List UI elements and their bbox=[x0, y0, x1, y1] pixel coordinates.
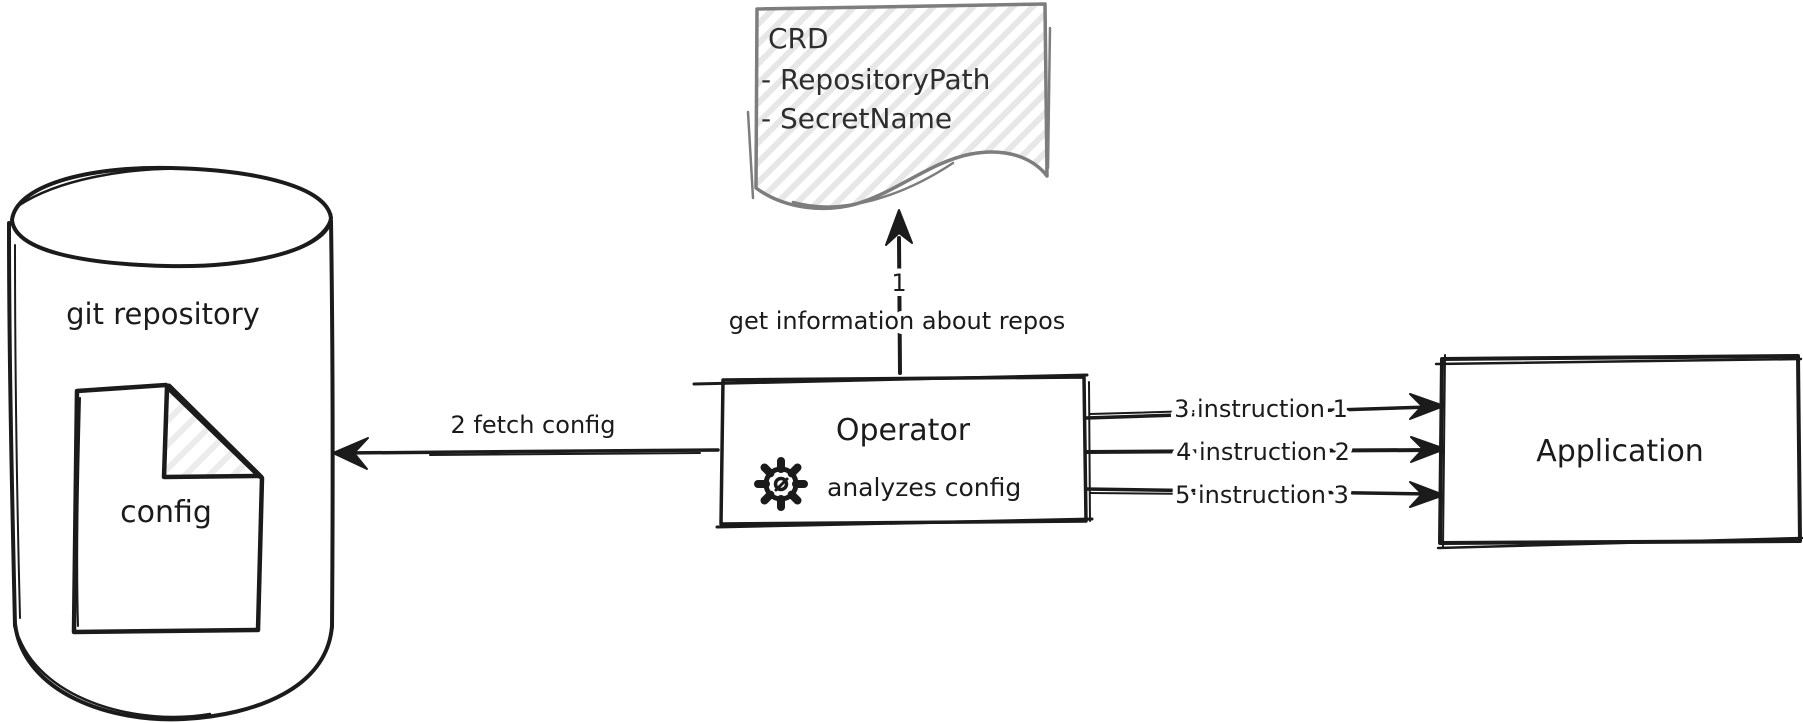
gear-hub-slash bbox=[774, 477, 789, 492]
git-repository-label: git repository bbox=[66, 297, 260, 331]
edge-instruction-1-shaft-sketch bbox=[1089, 409, 1231, 415]
edge-instruction-3-shaft bbox=[1083, 487, 1432, 496]
cylinder-bottom bbox=[13, 622, 334, 722]
config-label: config bbox=[120, 495, 212, 530]
cylinder-bottom-sketch bbox=[17, 636, 212, 719]
cylinder-left-wall bbox=[7, 221, 17, 628]
application-box-outline bbox=[1438, 354, 1802, 545]
application-box-sketch-bottom bbox=[1436, 536, 1803, 550]
edge-get-info-shaft bbox=[897, 236, 902, 375]
edge-instruction-3-label: 5 instruction 3 bbox=[1175, 481, 1349, 509]
application-label: Application bbox=[1536, 434, 1704, 469]
crd-field-secret-name: - SecretName bbox=[761, 102, 952, 135]
edge-fetch-config-arrowhead-left bbox=[332, 437, 369, 470]
crd-note-sketch-wave bbox=[791, 26, 1052, 208]
application-node[interactable]: Application bbox=[1434, 354, 1803, 550]
operator-box-sketch-bottom bbox=[715, 517, 1094, 529]
operator-label: Operator bbox=[836, 413, 971, 448]
cylinder-left-wall-sketch bbox=[14, 244, 21, 619]
edge-instruction-1[interactable]: 3 instruction 1 bbox=[1084, 390, 1445, 428]
edge-get-info[interactable]: 1 get information about repos bbox=[724, 209, 1070, 375]
cylinder-top-ellipse bbox=[10, 165, 333, 269]
gear-icon bbox=[754, 457, 808, 511]
config-document-node[interactable]: config bbox=[71, 382, 265, 635]
gear-teeth bbox=[754, 457, 808, 511]
edge-instruction-2[interactable]: 4 instruction 2 bbox=[1084, 433, 1446, 471]
crd-note-outline bbox=[754, 2, 1049, 211]
application-box-sketch-left bbox=[1442, 354, 1446, 548]
edge-instruction-1-shaft bbox=[1084, 405, 1432, 420]
application-box-sketch-top bbox=[1434, 357, 1803, 366]
gear-hub bbox=[773, 476, 789, 492]
edge-fetch-config[interactable]: 2 fetch config bbox=[332, 411, 720, 470]
edge-instruction-2-arrowhead-right bbox=[1410, 436, 1446, 463]
edge-instruction-3-arrowhead-right bbox=[1409, 481, 1445, 508]
crd-field-repository-path: - RepositoryPath bbox=[761, 63, 990, 96]
edge-fetch-config-shaft bbox=[340, 448, 720, 455]
edge-instruction-1-label: 3 instruction 1 bbox=[1174, 395, 1348, 423]
crd-note-node[interactable]: CRD - RepositoryPath - SecretName bbox=[746, 2, 1052, 211]
edge-get-info-label: get information about repos bbox=[729, 307, 1066, 335]
edge-instruction-2-shaft bbox=[1084, 448, 1432, 454]
crd-title: CRD bbox=[768, 22, 829, 55]
operator-sublabel: analyzes config bbox=[827, 473, 1021, 502]
crd-note-sketch-left bbox=[746, 110, 755, 200]
edge-instruction-2-label: 4 instruction 2 bbox=[1176, 438, 1350, 466]
edge-instruction-1-arrowhead-right bbox=[1409, 393, 1445, 420]
edge-fetch-config-shaft-sketch bbox=[429, 452, 701, 456]
cylinder-right-wall bbox=[329, 219, 335, 629]
edge-get-info-arrowhead-up bbox=[885, 209, 913, 246]
operator-box-sketch-right bbox=[1088, 381, 1091, 522]
config-paper-sketch bbox=[76, 397, 81, 627]
cylinder-top-ellipse-sketch bbox=[16, 167, 333, 264]
edge-instruction-3-shaft-sketch bbox=[1089, 492, 1211, 495]
edge-instruction-3[interactable]: 5 instruction 3 bbox=[1083, 476, 1445, 514]
operator-node[interactable]: Operator analyzes config bbox=[692, 373, 1094, 529]
edge-fetch-config-label: 2 fetch config bbox=[451, 411, 616, 439]
operator-box-sketch-top bbox=[692, 373, 1089, 386]
git-repository-node[interactable]: git repository config bbox=[7, 165, 335, 722]
edge-get-info-number: 1 bbox=[891, 269, 906, 297]
config-paper-fold-edge bbox=[166, 383, 264, 480]
